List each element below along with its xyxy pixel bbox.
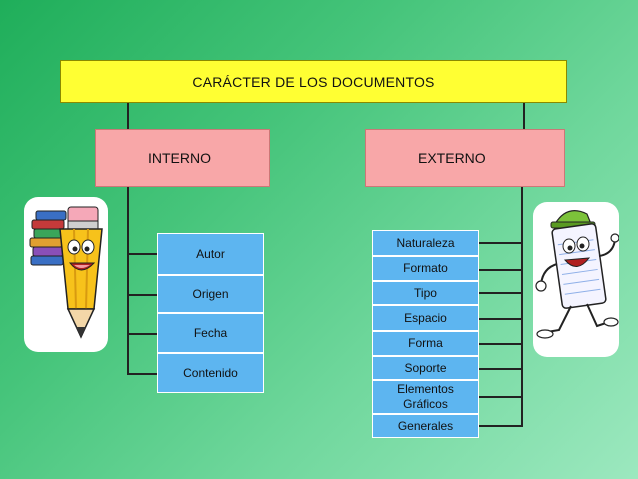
externo-item: Generales — [372, 414, 479, 438]
interno-item-label: Contenido — [183, 365, 238, 380]
externo-item: Tipo — [372, 281, 479, 305]
externo-item: Naturaleza — [372, 230, 479, 256]
category-interno: INTERNO — [95, 129, 270, 187]
externo-branch — [478, 292, 523, 294]
category-interno-label: INTERNO — [148, 150, 211, 166]
interno-branch — [127, 333, 157, 335]
externo-item-label: Espacio — [404, 310, 447, 325]
externo-item-label: Tipo — [414, 285, 437, 300]
interno-item: Contenido — [157, 353, 264, 393]
externo-item-label: Naturaleza — [396, 235, 455, 250]
externo-item-label: Soporte — [404, 360, 447, 375]
title-text: CARÁCTER DE LOS DOCUMENTOS — [192, 73, 435, 90]
pencil-with-books-icon — [29, 206, 103, 339]
externo-item-label: Elementos Gráficos — [397, 382, 454, 411]
running-notepad-icon — [535, 210, 620, 339]
externo-item: Elementos Gráficos — [372, 380, 479, 414]
running-notepad-icon — [533, 202, 620, 357]
pencil-with-books-icon — [24, 197, 108, 352]
category-externo-label: EXTERNO — [418, 150, 486, 166]
externo-item: Espacio — [372, 305, 479, 331]
interno-item-label: Autor — [196, 246, 225, 261]
interno-branch — [127, 253, 157, 255]
externo-branch — [478, 396, 523, 398]
externo-item: Forma — [372, 331, 479, 356]
externo-item-label: Formato — [403, 261, 448, 275]
interno-item: Autor — [157, 233, 264, 275]
title-box: CARÁCTER DE LOS DOCUMENTOS — [60, 60, 567, 103]
externo-spine — [521, 187, 523, 427]
interno-item: Origen — [157, 275, 264, 313]
externo-branch — [478, 242, 523, 244]
interno-spine — [127, 187, 129, 374]
externo-item: Formato — [372, 256, 479, 281]
interno-branch — [127, 373, 157, 375]
externo-branch — [478, 368, 523, 370]
externo-branch — [478, 343, 523, 345]
externo-branch — [478, 425, 523, 427]
category-externo: EXTERNO — [365, 129, 565, 187]
interno-item-label: Fecha — [193, 325, 228, 340]
interno-branch — [127, 294, 157, 296]
connector-title-interno — [127, 103, 129, 129]
interno-item: Fecha — [157, 313, 264, 353]
externo-item: Soporte — [372, 356, 479, 380]
externo-item-label: Generales — [397, 418, 454, 433]
externo-item-label: Forma — [408, 336, 443, 350]
externo-branch — [478, 318, 523, 320]
interno-item-label: Origen — [192, 286, 229, 301]
connector-title-externo — [523, 103, 525, 129]
externo-branch — [478, 269, 523, 271]
